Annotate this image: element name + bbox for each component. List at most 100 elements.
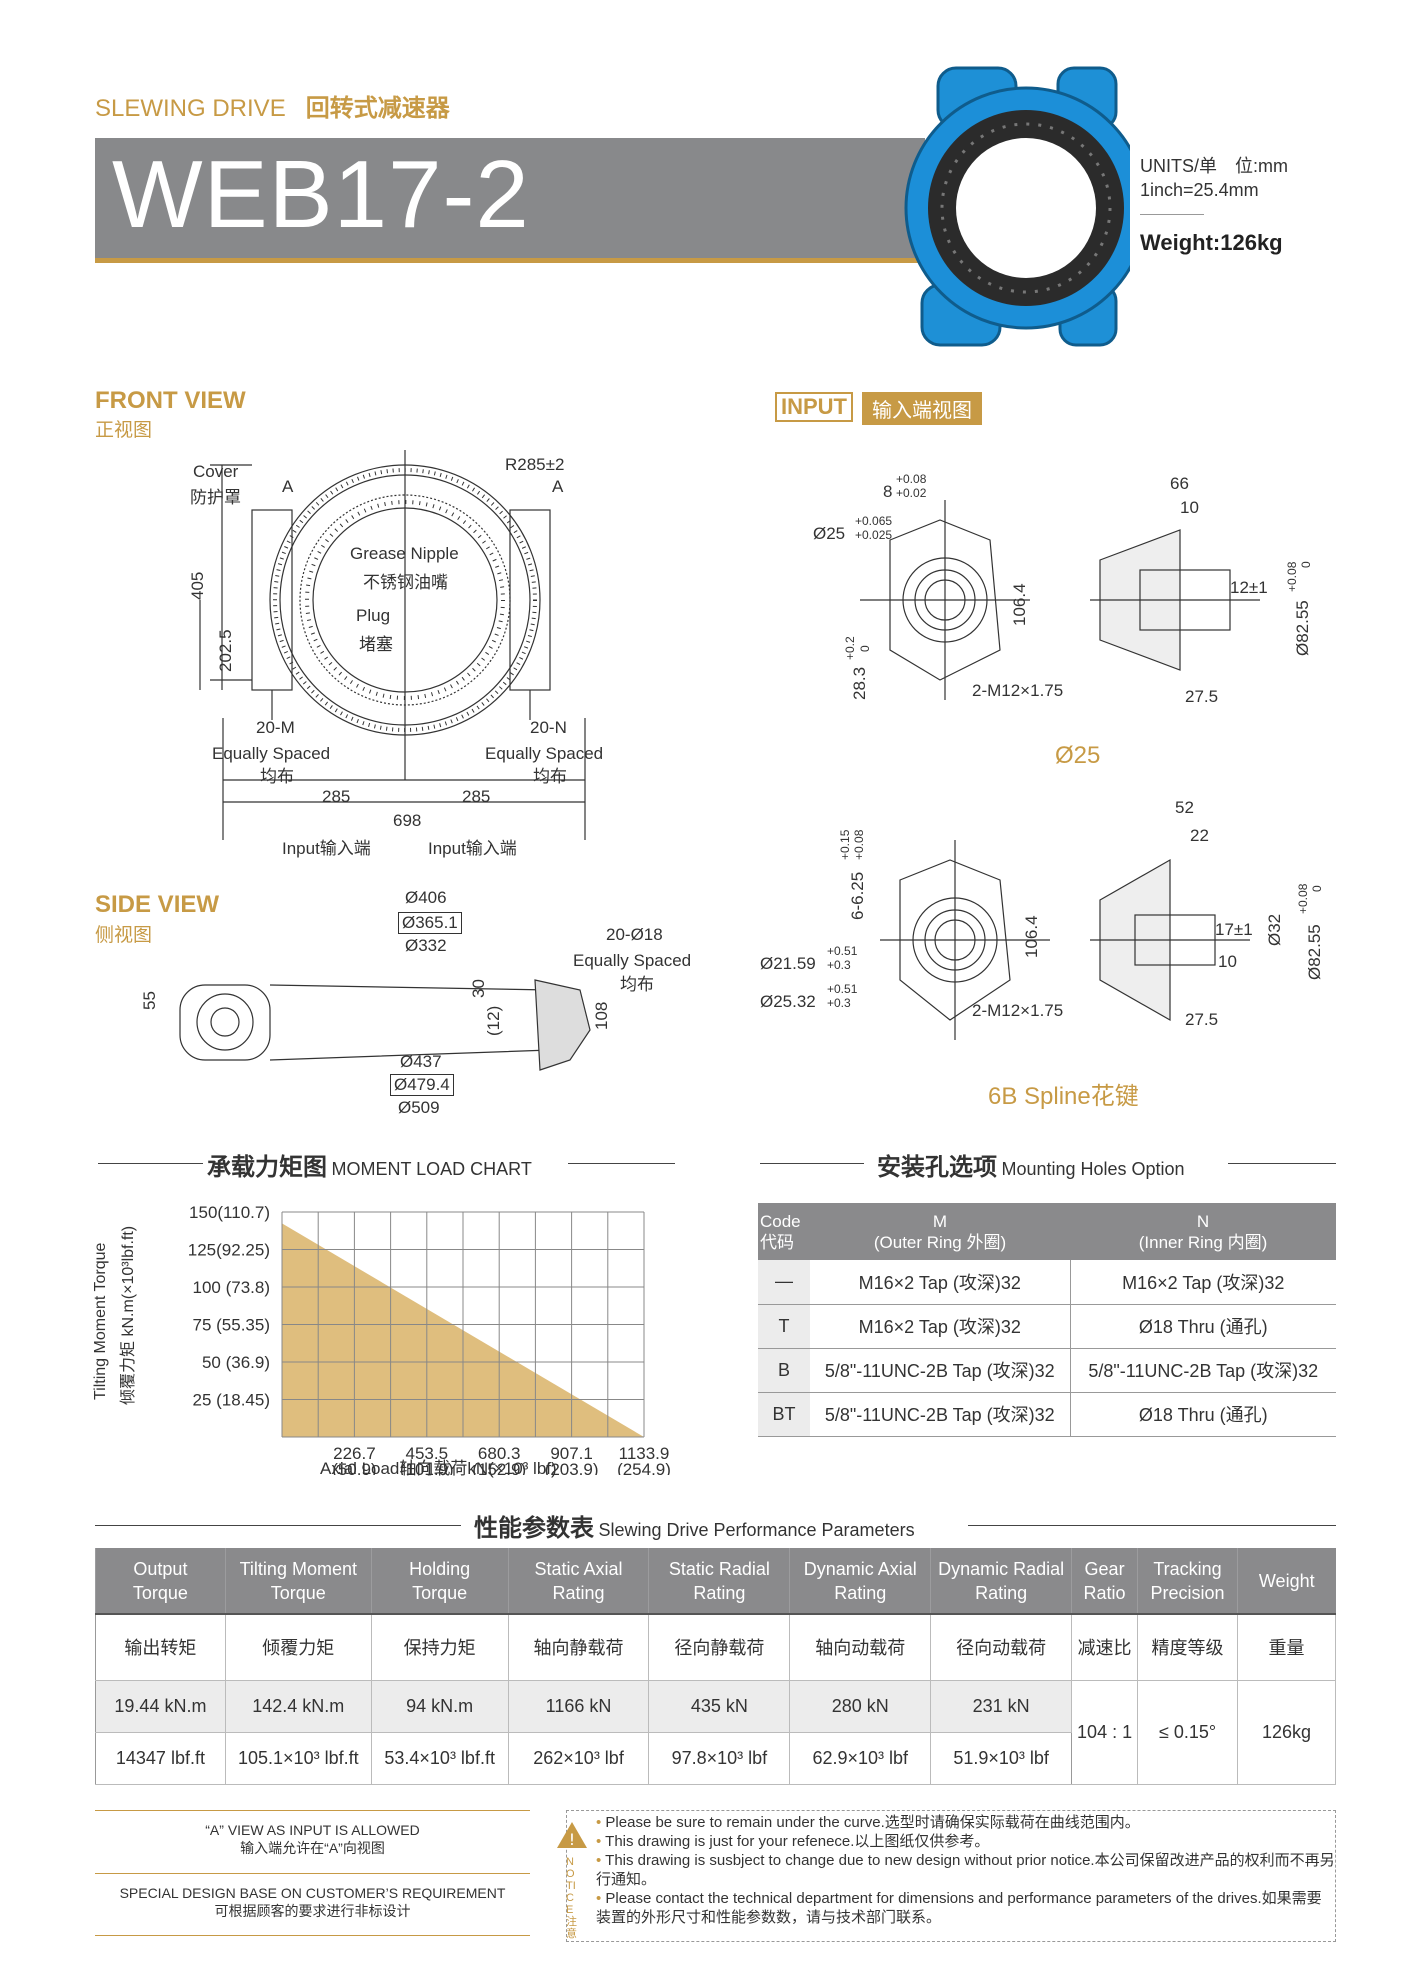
inch-conversion: 1inch=25.4mm — [1140, 180, 1259, 200]
spline-d82-55-tol-lower: 0 — [1310, 885, 1324, 892]
perf-cn-cell: 径向静载荷 — [648, 1613, 791, 1681]
spline-d21-59-tol-upper: +0.51 — [827, 944, 858, 958]
perf-metric-cell: 142.4 kN.m — [224, 1679, 372, 1733]
moment-load-chart: 25 (18.45)50 (36.9)75 (55.35)100 (73.8)1… — [188, 1203, 671, 1475]
notice-label: NOTICE 注意 — [566, 1856, 577, 1940]
y-tick-label: 75 (55.35) — [193, 1316, 271, 1335]
perf-title: 性能参数表 Slewing Drive Performance Paramete… — [474, 1515, 915, 1542]
spline-d27-5: 27.5 — [1185, 1010, 1219, 1029]
front-view-title: FRONT VIEW — [95, 387, 246, 414]
side-d406: Ø406 — [405, 888, 447, 907]
input-d27-5: 27.5 — [1185, 687, 1219, 706]
view-a-left: A — [282, 477, 294, 496]
plug-label: Plug — [356, 606, 391, 625]
chart-ylabel-cn: 倾覆力矩 kN.m(×10³lbf.ft) — [120, 1225, 137, 1405]
perf-precision: ≤ 0.15° — [1137, 1679, 1238, 1785]
equally-spaced-right: Equally Spaced — [485, 744, 604, 763]
input-d25-tol-lower: +0.025 — [855, 528, 893, 542]
side-view-title-cn: 侧视图 — [95, 925, 153, 946]
spline-d25-32: Ø25.32 — [760, 992, 816, 1011]
perf-imperial-cell: 262×10³ lbf — [507, 1731, 650, 1785]
view-a-right: A — [552, 477, 564, 496]
perf-weight: 126kg — [1237, 1679, 1336, 1785]
perf-imperial-cell: 97.8×10³ lbf — [648, 1731, 791, 1785]
y-tick-label: 125(92.25) — [188, 1241, 270, 1260]
width-285-left: 285 — [322, 787, 351, 806]
side-equally-spaced-cn: 均布 — [620, 975, 654, 994]
spline-d82-55: Ø82.55 — [1305, 924, 1324, 980]
mount-head-n: N(Inner Ring 内圈) — [1070, 1203, 1336, 1260]
perf-cn-cell: 减速比 — [1071, 1613, 1139, 1681]
spline-d32: Ø32 — [1265, 913, 1284, 946]
perf-metric-cell: 280 kN — [789, 1679, 932, 1733]
side-d12: (12) — [484, 1005, 503, 1036]
perf-imperial-cell: 105.1×10³ lbf.ft — [224, 1731, 372, 1785]
perf-imperial-cell: 62.9×10³ lbf — [789, 1731, 932, 1785]
svg-text:!: ! — [569, 1830, 575, 1849]
units: UNITS/单 位:mm — [1140, 156, 1288, 176]
chart-title-rule-right — [568, 1163, 675, 1164]
notes-rule-mid — [95, 1873, 530, 1874]
height-405: 405 — [188, 571, 207, 600]
title-bar — [95, 138, 925, 262]
grease-nipple-label-cn: 不锈钢油嘴 — [363, 573, 448, 592]
perf-cn-cell: 径向动载荷 — [930, 1613, 1073, 1681]
chart-xlabel: Axial Load轴向载荷kN(×10³ lbf) — [320, 1459, 557, 1478]
spline-d21-59-tol-lower: +0.3 — [827, 958, 851, 972]
grease-nipple-label: Grease Nipple — [350, 544, 459, 563]
input-d8-tol-lower: +0.02 — [896, 486, 927, 500]
input-d82-55-tol-lower: 0 — [1299, 561, 1313, 568]
product-image — [904, 66, 1130, 347]
x-tick-sublabel: (254.9) — [617, 1460, 671, 1475]
x-tick-label: 226.7 — [333, 1444, 376, 1463]
side-holes: 20-Ø18 — [606, 925, 663, 944]
mount-title-rule-left — [760, 1163, 864, 1164]
perf-title-rule-right — [968, 1525, 1336, 1526]
x-tick-sublabel: (101.9) — [400, 1460, 454, 1475]
x-tick-sublabel: (50.9) — [332, 1460, 376, 1475]
perf-cn-cell: 精度等级 — [1137, 1613, 1238, 1681]
width-285-right: 285 — [462, 787, 491, 806]
perf-imperial-cell: 51.9×10³ lbf — [930, 1731, 1073, 1785]
input-d12: 12±1 — [1230, 578, 1268, 597]
chart-title-rule-left — [98, 1163, 203, 1164]
holes-m-label: 20-M — [256, 718, 295, 737]
x-tick-sublabel: (152.9) — [472, 1460, 526, 1475]
notice-item: • Please be sure to remain under the cur… — [596, 1814, 1140, 1831]
y-tick-label: 25 (18.45) — [193, 1391, 271, 1410]
input-caption: Ø25 — [1055, 742, 1101, 769]
input-left-label: Input输入端 — [282, 839, 371, 858]
spline-d10: 10 — [1218, 952, 1237, 971]
x-tick-label: 907.1 — [550, 1444, 593, 1463]
height-202-5: 202.5 — [216, 629, 235, 672]
cover-label-cn: 防护罩 — [190, 488, 241, 507]
x-tick-label: 680.3 — [478, 1444, 521, 1463]
radius-label: R285±2 — [505, 455, 565, 474]
perf-imperial-cell: 53.4×10³ lbf.ft — [370, 1731, 509, 1785]
warning-icon: ! — [557, 1822, 587, 1849]
input-d28-3-tol-lower: 0 — [858, 645, 872, 652]
side-d509: Ø509 — [398, 1098, 440, 1117]
spline-d82-55-tol-upper: +0.08 — [1296, 883, 1310, 914]
perf-ratio: 104 : 1 — [1071, 1679, 1139, 1785]
input-d10: 10 — [1180, 498, 1199, 517]
mount-title: 安装孔选项 Mounting Holes Option — [877, 1154, 1185, 1181]
mount-head-m: M(Outer Ring 外圈) — [810, 1203, 1070, 1260]
perf-metric-cell: 94 kN.m — [370, 1679, 509, 1733]
width-698: 698 — [393, 811, 422, 830]
perf-cn-cell: 保持力矩 — [370, 1613, 509, 1681]
chart-ylabel: Tilting Moment Torque — [92, 1242, 109, 1400]
side-d437: Ø437 — [400, 1052, 442, 1071]
perf-cn-cell: 轴向动载荷 — [789, 1613, 932, 1681]
spline-caption: 6B Spline花键 — [988, 1083, 1139, 1110]
